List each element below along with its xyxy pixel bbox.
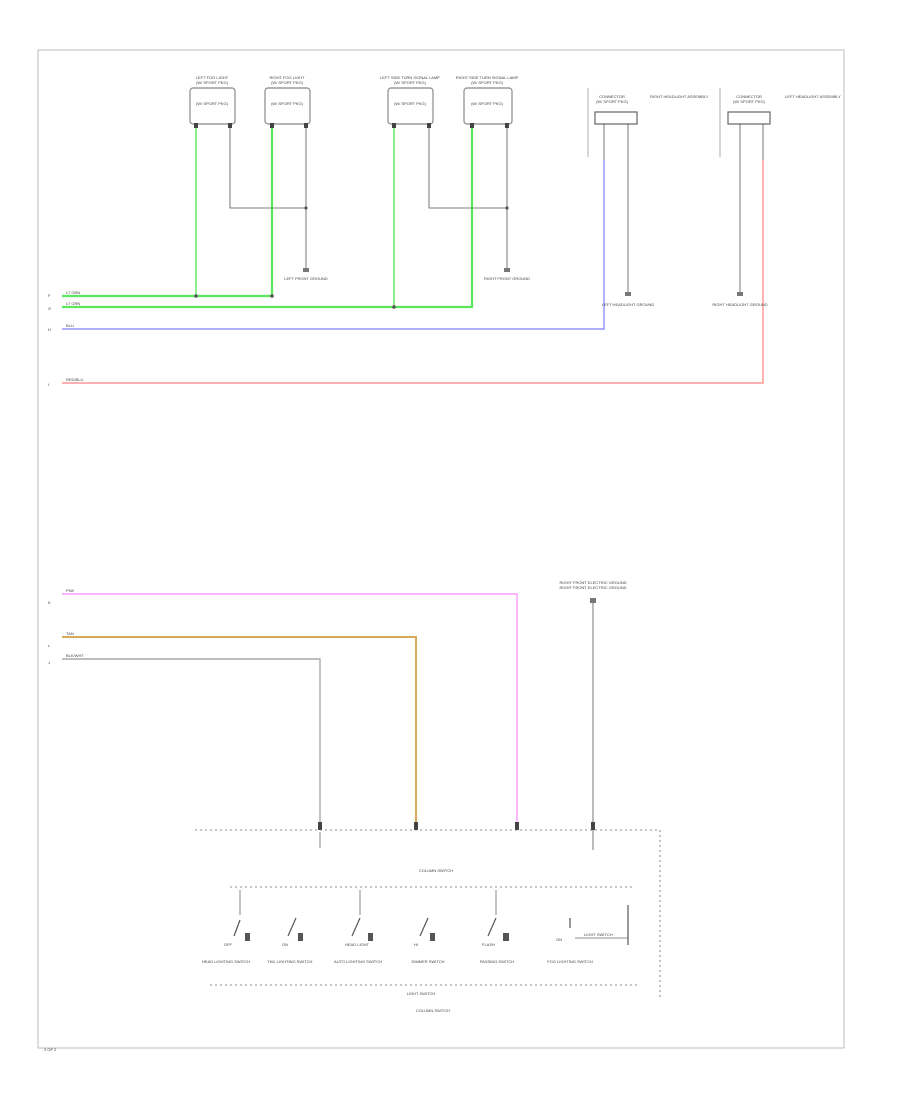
svg-text:LEFT FRONT GROUND: LEFT FRONT GROUND bbox=[284, 276, 328, 281]
row-marker-i: I bbox=[48, 382, 49, 387]
wire-label-pink: PNK bbox=[66, 588, 75, 593]
switch-label: AUTO LIGHTING SWITCH bbox=[334, 959, 382, 964]
switch-pos: ON bbox=[556, 937, 562, 942]
switch-pos: OFF bbox=[224, 942, 233, 947]
connector-subtitle: (W/ SPORT PKG) bbox=[733, 99, 766, 104]
ground-switch: RIGHT FRONT ELECTRIC GROUND RIGHT FRONT … bbox=[560, 580, 627, 603]
wire-green-1 bbox=[62, 128, 274, 298]
ground-side: RIGHT FRONT GROUND bbox=[484, 268, 530, 281]
switch-tail-lighting: ON TAIL LIGHTING SWITCH bbox=[268, 917, 313, 964]
lamp-pos: (W/ SPORT PKG) bbox=[271, 101, 304, 106]
left-headlight-connector: CONNECTOR (W/ SPORT PKG) LEFT HEADLIGHT … bbox=[719, 88, 841, 157]
row-marker-l: L bbox=[48, 643, 51, 648]
wire-side-ground-link bbox=[428, 128, 507, 209]
switch-pos: ON bbox=[282, 942, 288, 947]
switch-pos: HEAD LIGHT bbox=[345, 942, 370, 947]
wire-label-tan: TAN bbox=[66, 631, 74, 636]
connector-note: RIGHT HEADLIGHT ASSEMBLY bbox=[650, 94, 709, 99]
switch-label: PASSING SWITCH bbox=[480, 959, 514, 964]
switch-head-lighting: OFF HEAD LIGHTING SWITCH bbox=[202, 890, 250, 964]
switch-fog-lighting: ON LIGHT SWITCH FOG LIGHTING SWITCH bbox=[547, 905, 629, 964]
column-switch-footer: COLUMN SWITCH bbox=[416, 1008, 450, 1013]
switch-dimmer: HI DIMMER SWITCH bbox=[411, 917, 445, 964]
left-side-lamp: LEFT SIDE TURN SIGNAL LAMP (W/ SPORT PKG… bbox=[380, 75, 440, 125]
lamp-pins bbox=[194, 123, 509, 128]
switch-label: FOG LIGHTING SWITCH bbox=[547, 959, 593, 964]
lamp-title: RIGHT FOG LIGHT bbox=[269, 75, 305, 80]
column-switch-outline bbox=[195, 829, 661, 1000]
wire-pink bbox=[62, 593, 518, 826]
wire-label-gray: BLK/WHT bbox=[66, 653, 84, 658]
lamp-subtitle: (W/ SPORT PKG) bbox=[394, 80, 427, 85]
wire-red bbox=[62, 160, 764, 384]
row-marker-f: F bbox=[48, 293, 51, 298]
switch-passing: FLASH PASSING SWITCH bbox=[480, 890, 514, 964]
right-fog-lamp: RIGHT FOG LIGHT (W/ SPORT PKG) (W/ SPORT… bbox=[264, 75, 311, 125]
row-marker-j: J bbox=[48, 660, 50, 665]
light-switch-label: LIGHT SWITCH bbox=[407, 991, 436, 996]
lamp-subtitle: (W/ SPORT PKG) bbox=[471, 80, 504, 85]
lamp-pos: (W/ SPORT PKG) bbox=[196, 101, 229, 106]
switch-pos: FLASH bbox=[482, 942, 495, 947]
ground-plate-right: RIGHT HEADLIGHT GROUND bbox=[712, 292, 768, 307]
right-side-lamp: RIGHT SIDE TURN SIGNAL LAMP (W/ SPORT PK… bbox=[456, 75, 519, 125]
row-marker-k: K bbox=[48, 600, 51, 605]
svg-text:LEFT HEADLIGHT GROUND: LEFT HEADLIGHT GROUND bbox=[602, 302, 655, 307]
svg-text:RIGHT HEADLIGHT GROUND: RIGHT HEADLIGHT GROUND bbox=[712, 302, 767, 307]
wire-label-green-1: LT GRN bbox=[66, 290, 80, 295]
switch-label: TAIL LIGHTING SWITCH bbox=[268, 959, 313, 964]
wire-label-green-2: LT GRN bbox=[66, 301, 80, 306]
lamp-pos: (W/ SPORT PKG) bbox=[471, 101, 504, 106]
right-headlight-connector: CONNECTOR (W/ SPORT PKG) RIGHT HEADLIGHT… bbox=[587, 88, 709, 157]
switch-connector-pins bbox=[318, 822, 595, 848]
lamp-title: LEFT FOG LIGHT bbox=[196, 75, 229, 80]
connector-subtitle: (W/ SPORT PKG) bbox=[596, 99, 629, 104]
wire-blue bbox=[62, 160, 605, 330]
row-marker-h: H bbox=[48, 327, 51, 332]
page-code: 2 OF 2 bbox=[44, 1047, 57, 1052]
wire-tan bbox=[62, 636, 417, 826]
fog-switch-note: LIGHT SWITCH bbox=[584, 932, 613, 937]
lamp-subtitle: (W/ SPORT PKG) bbox=[271, 80, 304, 85]
left-fog-lamp: LEFT FOG LIGHT (W/ SPORT PKG) (W/ SPORT … bbox=[189, 75, 236, 125]
svg-text:RIGHT FRONT GROUND: RIGHT FRONT GROUND bbox=[484, 276, 530, 281]
wire-label-blue: BLU bbox=[66, 323, 74, 328]
connector-note: LEFT HEADLIGHT ASSEMBLY bbox=[785, 94, 841, 99]
lamp-pos: (W/ SPORT PKG) bbox=[394, 101, 427, 106]
wire-green-2 bbox=[62, 128, 474, 309]
switch-auto-lighting: HEAD LIGHT AUTO LIGHTING SWITCH bbox=[334, 890, 382, 964]
wire-fog-ground-link bbox=[229, 128, 306, 209]
wire-gray bbox=[62, 658, 321, 826]
splice-dots bbox=[194, 206, 509, 309]
diagram-frame bbox=[37, 49, 845, 1049]
connector-title: CONNECTOR bbox=[599, 94, 625, 99]
lamp-title: LEFT SIDE TURN SIGNAL LAMP bbox=[380, 75, 440, 80]
switch-pos: HI bbox=[414, 942, 418, 947]
connector-title: CONNECTOR bbox=[736, 94, 762, 99]
row-marker-g: G bbox=[48, 306, 51, 311]
lamp-title: RIGHT SIDE TURN SIGNAL LAMP bbox=[456, 75, 519, 80]
switch-label: HEAD LIGHTING SWITCH bbox=[202, 959, 250, 964]
svg-text:RIGHT FRONT ELECTRIC GROUND: RIGHT FRONT ELECTRIC GROUND bbox=[560, 580, 627, 585]
ground-plate-left: LEFT HEADLIGHT GROUND bbox=[602, 292, 655, 307]
svg-text:RIGHT FRONT ELECTRIC GROUND: RIGHT FRONT ELECTRIC GROUND bbox=[560, 585, 627, 590]
wire-label-red: RED/BLU bbox=[66, 377, 83, 382]
ground-fog: LEFT FRONT GROUND bbox=[284, 268, 328, 281]
column-switch-title: COLUMN SWITCH bbox=[419, 868, 453, 873]
lamp-subtitle: (W/ SPORT PKG) bbox=[196, 80, 229, 85]
switch-label: DIMMER SWITCH bbox=[411, 959, 444, 964]
